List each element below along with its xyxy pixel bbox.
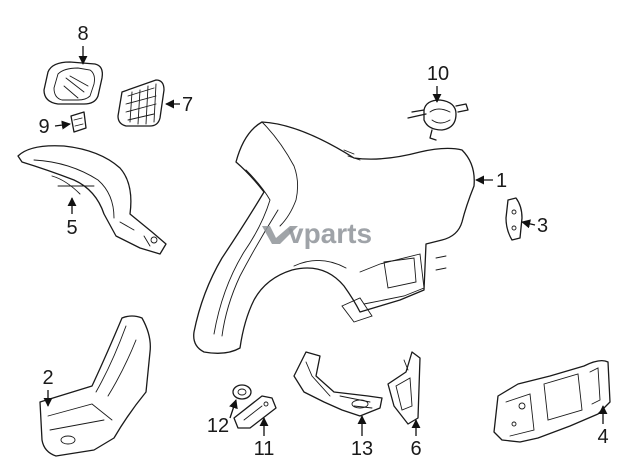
part-10-lock-actuator — [407, 99, 469, 141]
part-2-sill-extension — [39, 315, 151, 457]
callout-8: 8 — [77, 23, 88, 45]
callout-9: 9 — [38, 116, 49, 138]
callout-1: 1 — [496, 170, 507, 192]
callout-3: 3 — [537, 215, 548, 237]
part-1-quarter-panel — [193, 121, 475, 354]
leader-lines — [43, 46, 608, 436]
part-3-bracket — [505, 197, 523, 241]
watermark: vparts — [262, 218, 372, 249]
callout-13: 13 — [351, 438, 373, 460]
callout-4: 4 — [597, 426, 608, 448]
watermark-logo-mark — [262, 226, 298, 244]
callout-12: 12 — [207, 415, 229, 437]
part-9-bumper — [70, 111, 87, 133]
part-4-inner-panel — [493, 360, 611, 443]
callout-labels: 8 7 9 5 10 1 3 2 12 11 13 6 4 — [38, 23, 608, 460]
part-13-reinforcement — [293, 351, 383, 417]
part-11-bracket-plate — [233, 395, 277, 429]
leader-9 — [54, 120, 71, 130]
callout-7: 7 — [182, 94, 193, 116]
callout-6: 6 — [410, 438, 421, 460]
leader-3 — [521, 219, 536, 229]
part-12-grommet — [232, 384, 252, 400]
callout-5: 5 — [66, 217, 77, 239]
part-8-filler-housing — [43, 61, 103, 105]
callout-2: 2 — [42, 367, 53, 389]
part-6-lock-bracket — [387, 351, 421, 425]
watermark-text: vparts — [288, 218, 372, 249]
leader-12 — [229, 399, 238, 419]
part-5-wheelhouse-liner — [17, 145, 167, 255]
callout-11: 11 — [254, 438, 275, 460]
callout-10: 10 — [427, 63, 449, 85]
part-7-lamp-lens — [117, 79, 165, 127]
